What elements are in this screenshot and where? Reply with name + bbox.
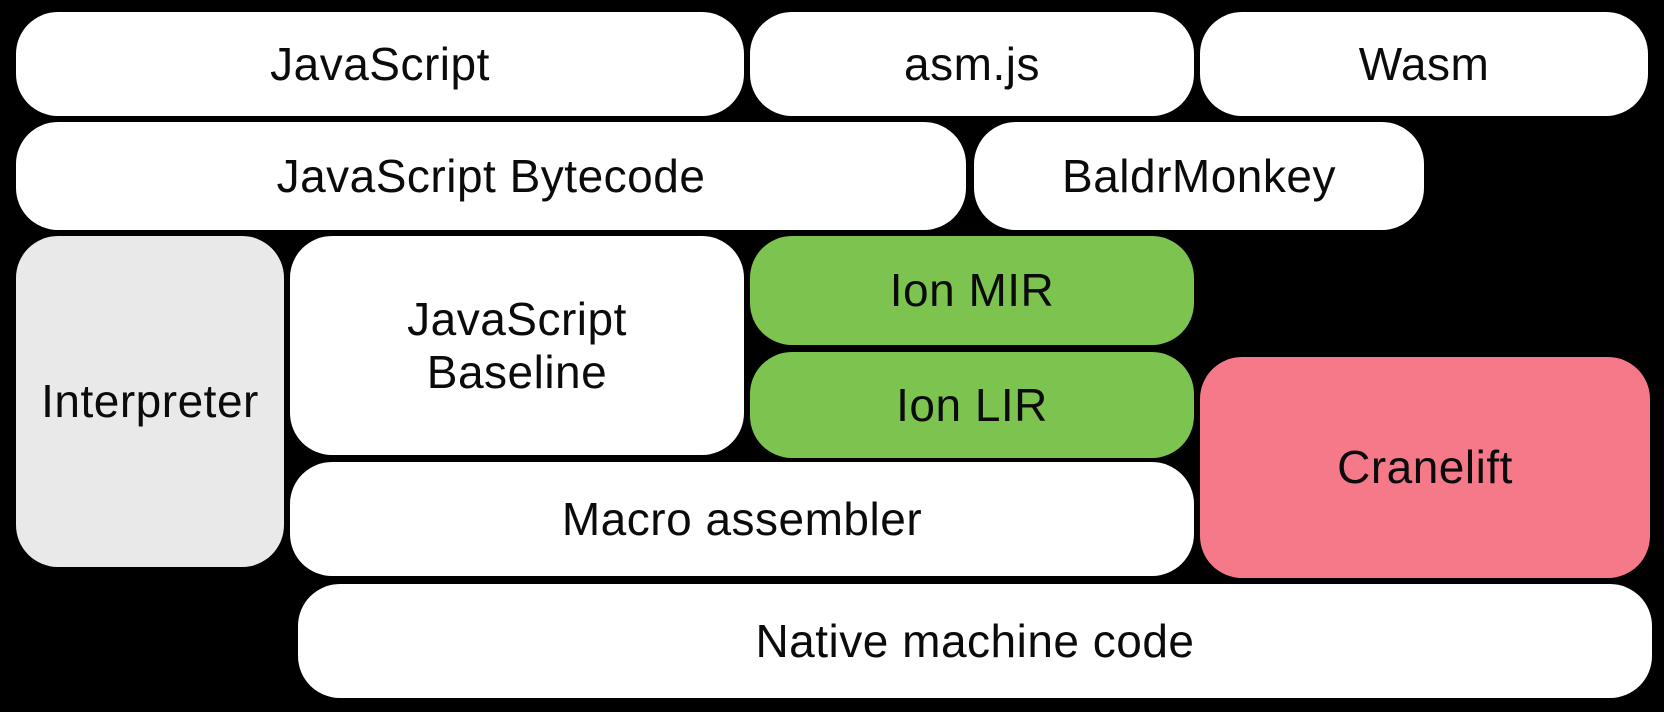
node-label: Ion MIR [889,264,1055,317]
node-asm-js: asm.js [750,12,1194,116]
node-macro-assembler: Macro assembler [290,462,1194,576]
node-label: asm.js [904,37,1040,90]
node-label: Ion LIR [896,378,1048,431]
node-ion-lir: Ion LIR [750,352,1194,458]
node-label: Interpreter [41,375,259,428]
node-javascript: JavaScript [16,12,744,116]
node-label: BaldrMonkey [1062,149,1336,202]
node-label: Native machine code [755,614,1195,667]
node-baldrmonkey: BaldrMonkey [974,122,1424,230]
node-label: Cranelift [1337,441,1513,494]
node-ion-mir: Ion MIR [750,236,1194,345]
node-javascript-bytecode: JavaScript Bytecode [16,122,966,230]
node-javascript-baseline: JavaScript Baseline [290,236,744,455]
node-label-line2: Baseline [426,345,608,398]
node-wasm: Wasm [1200,12,1648,116]
node-cranelift: Cranelift [1200,357,1650,578]
node-label-line1: JavaScript [407,292,627,345]
node-native-machine-code: Native machine code [298,584,1652,698]
node-label: Wasm [1358,37,1490,90]
node-interpreter: Interpreter [16,236,284,567]
node-label: JavaScript [270,37,490,90]
node-label: JavaScript Bytecode [276,149,706,202]
node-label: JavaScript Baseline [407,293,627,399]
node-label: Macro assembler [561,492,923,545]
